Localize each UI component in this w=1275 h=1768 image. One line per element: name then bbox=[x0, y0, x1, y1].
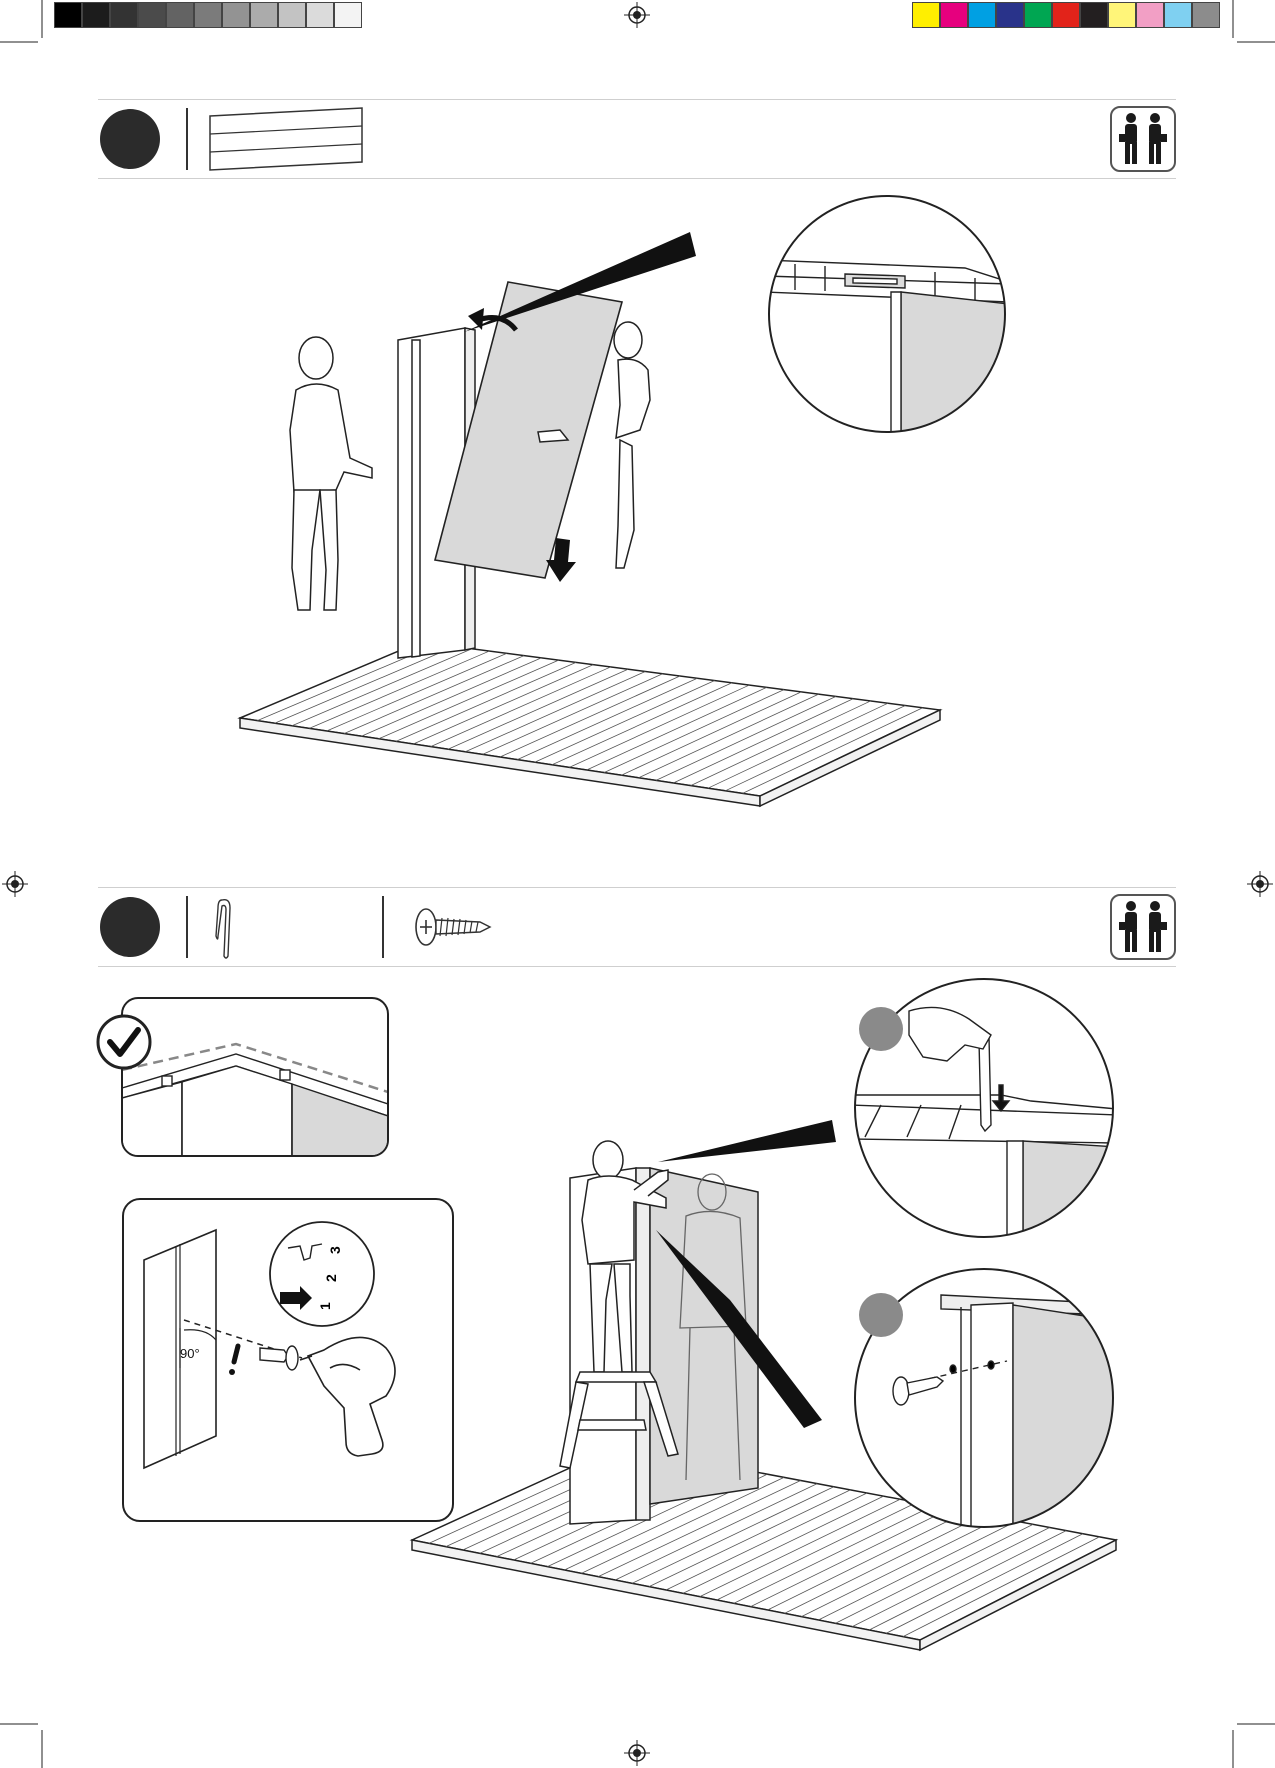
drill-icon bbox=[300, 1337, 395, 1456]
depth-label-2: 2 bbox=[323, 1274, 339, 1282]
wall-panel-part-icon bbox=[208, 106, 364, 172]
step1-header bbox=[98, 99, 1176, 179]
floor-base bbox=[240, 642, 940, 806]
clip-insert-zoom bbox=[851, 975, 1117, 1241]
angle-label: 90° bbox=[180, 1346, 200, 1361]
screw-fix-zoom bbox=[851, 1265, 1117, 1531]
step1-separator bbox=[186, 108, 188, 170]
two-people-icon-2 bbox=[1110, 894, 1176, 960]
step2-number-dot bbox=[100, 897, 160, 957]
step2-separator-1 bbox=[186, 896, 188, 958]
screw-icon bbox=[260, 1346, 298, 1370]
depth-setting-zoom: 1 2 3 bbox=[270, 1222, 374, 1326]
step2-header bbox=[98, 887, 1176, 967]
person-left bbox=[290, 337, 372, 610]
step2-separator-2 bbox=[382, 896, 384, 958]
step1-number-dot bbox=[100, 109, 160, 169]
warning-icon bbox=[229, 1346, 238, 1375]
screw-part-icon bbox=[414, 906, 492, 948]
two-people-icon bbox=[1110, 106, 1176, 172]
depth-label-3: 3 bbox=[327, 1246, 343, 1254]
step1-zoom-detail bbox=[765, 192, 1009, 436]
callout-pointer-top bbox=[658, 1120, 836, 1162]
depth-label-1: 1 bbox=[317, 1302, 333, 1310]
clip-part-icon bbox=[208, 896, 238, 960]
correct-alignment-detail bbox=[96, 992, 396, 1164]
